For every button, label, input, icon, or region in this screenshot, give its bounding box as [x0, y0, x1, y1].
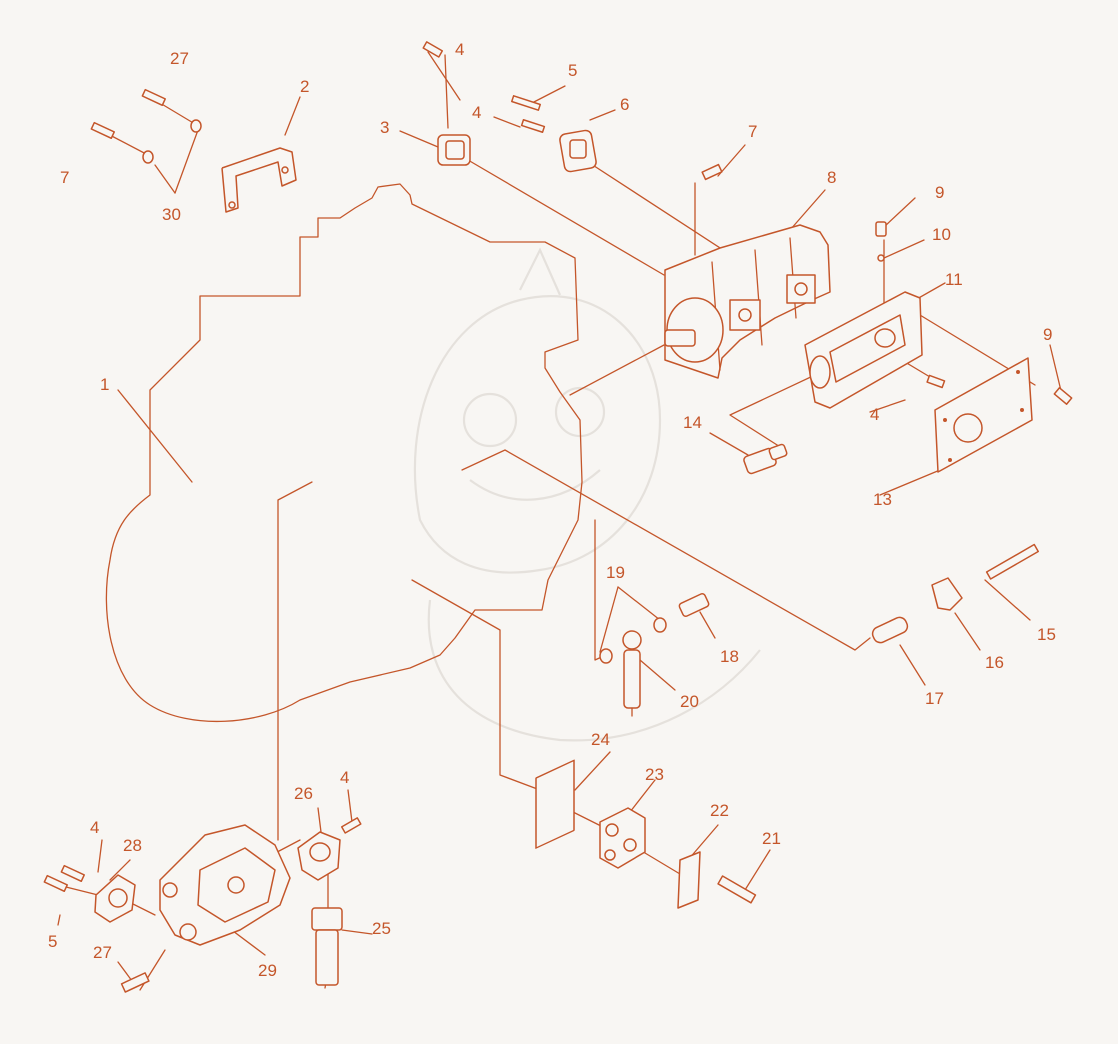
callout-label: 8 [827, 168, 836, 187]
callout-label: 23 [645, 765, 664, 784]
callout-label: 15 [1037, 625, 1056, 644]
callout-label: 10 [932, 225, 951, 244]
bolts [43, 41, 1073, 993]
callout-label: 14 [683, 413, 702, 432]
callout-label: 6 [620, 95, 629, 114]
gear-pump [159, 824, 291, 946]
callout-label: 4 [455, 40, 464, 59]
callout-label: 4 [472, 103, 481, 122]
tandem-pump [664, 224, 831, 379]
callout-label: 3 [380, 118, 389, 137]
spacer-tube [871, 616, 909, 644]
hose-fitting [743, 443, 788, 475]
watermark [413, 247, 761, 742]
flange-right [559, 129, 597, 173]
callout-label: 22 [710, 801, 729, 820]
callout-label: 16 [985, 653, 1004, 672]
sensor [622, 630, 642, 717]
callout-label: 27 [170, 49, 189, 68]
gasket-plate [535, 759, 575, 849]
callout-label: 17 [925, 689, 944, 708]
callout-label: 13 [873, 490, 892, 509]
cover-plate [934, 357, 1033, 473]
callout-label: 21 [762, 829, 781, 848]
callout-label: 2 [300, 77, 309, 96]
callout-label: 5 [48, 932, 57, 951]
adapter-housing [804, 291, 923, 409]
callout-label: 4 [340, 768, 349, 787]
callout-label: 29 [258, 961, 277, 980]
bracket [221, 147, 297, 213]
callout-label: 11 [945, 270, 963, 289]
callout-label: 30 [162, 205, 181, 224]
callout-label: 5 [568, 61, 577, 80]
callouts: 1 2 3 4 4 4 4 5 5 6 7 7 8 9 9 10 11 13 1… [48, 40, 1056, 980]
filter-cartridge [311, 907, 343, 986]
engine-outline [105, 183, 583, 723]
callout-label: 4 [90, 818, 99, 837]
leader-lines [57, 51, 1063, 991]
washer [599, 648, 613, 664]
valve-block [599, 807, 646, 869]
mount-bracket [931, 577, 963, 611]
callout-label: 27 [93, 943, 112, 962]
callout-label: 18 [720, 647, 739, 666]
flange-left [437, 134, 471, 166]
callout-label: 1 [100, 375, 109, 394]
callout-label: 26 [294, 784, 313, 803]
elbow-flange-right [297, 831, 341, 881]
callout-label: 7 [748, 122, 757, 141]
callout-label: 20 [680, 692, 699, 711]
washer [142, 150, 154, 164]
cover-plate-small [677, 851, 701, 909]
callout-label: 9 [935, 183, 944, 202]
callout-label: 4 [870, 405, 879, 424]
washer [190, 119, 202, 133]
callout-label: 9 [1043, 325, 1052, 344]
callout-label: 19 [606, 563, 625, 582]
callout-label: 7 [60, 168, 69, 187]
elbow-flange-left [94, 874, 136, 923]
washer [653, 617, 667, 633]
callout-label: 28 [123, 836, 142, 855]
callout-label: 24 [591, 730, 610, 749]
callout-label: 25 [372, 919, 391, 938]
